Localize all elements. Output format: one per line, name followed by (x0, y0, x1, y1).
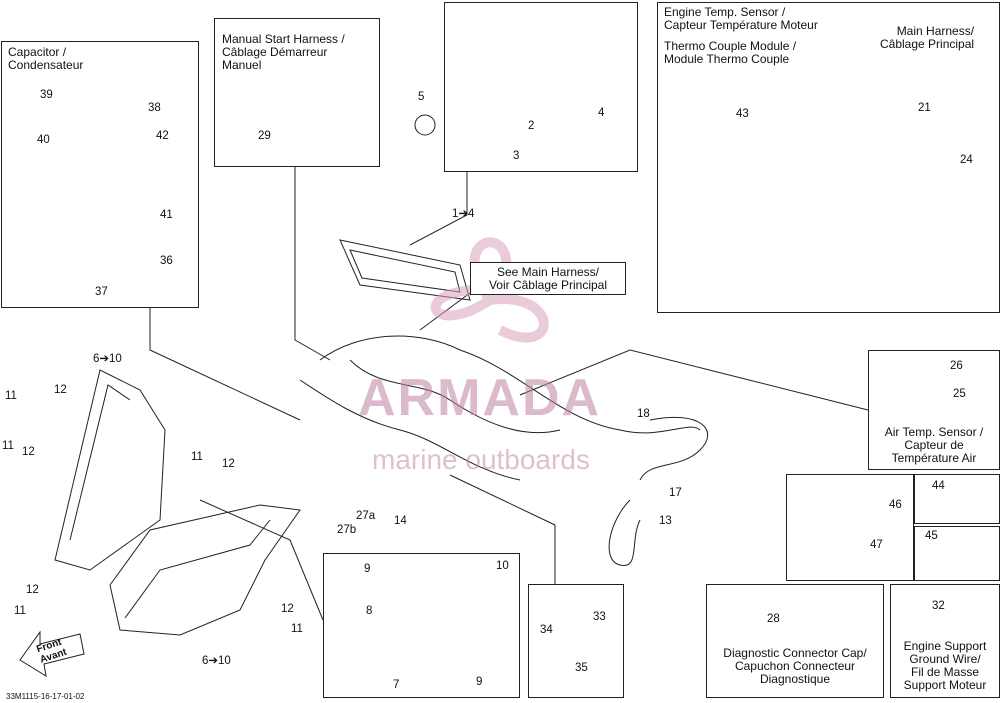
leader-manual-start (294, 165, 331, 361)
see-main-title: See Main Harness/ Voir Câblage Principal (488, 265, 608, 292)
callout-27b: 27b (337, 524, 357, 536)
ground-title: Engine Support Ground Wire/ Fil de Masse… (903, 639, 987, 692)
callout-12a: 12 (54, 384, 67, 396)
callout-40: 40 (37, 134, 50, 146)
headlight-lens (109, 504, 301, 636)
callout-42: 42 (156, 130, 169, 142)
callout-45: 45 (925, 530, 938, 542)
leader-sensor-box (449, 474, 556, 584)
callout-12b: 12 (22, 446, 35, 458)
manual-start-title: Manual Start Harness / Câblage Démarreur… (222, 32, 345, 72)
see-main-box: See Main Harness/ Voir Câblage Principal (470, 262, 626, 295)
callout-5: 5 (418, 91, 425, 103)
callout-12c: 12 (222, 458, 235, 470)
consumables-box (786, 474, 914, 581)
harness-main (319, 335, 701, 434)
front-arrow (19, 630, 85, 678)
callout-34: 34 (540, 624, 553, 636)
callout-8: 8 (366, 605, 373, 617)
callout-11b: 11 (2, 440, 14, 452)
leader-air-temp (519, 349, 869, 411)
headlight-parts-box (323, 553, 520, 698)
callout-7: 7 (393, 679, 400, 691)
callout-6-10-top: 6➔10 (93, 353, 122, 365)
callout-26: 26 (950, 360, 963, 372)
callout-11a: 11 (5, 390, 17, 402)
callout-12e: 12 (281, 603, 294, 615)
callout-35: 35 (575, 662, 588, 674)
callout-2: 2 (528, 120, 535, 132)
cluster-box (444, 2, 638, 172)
watermark-tagline: marine outboards (372, 444, 590, 475)
callout-37: 37 (95, 286, 108, 298)
watermark-brand: ARMADA (358, 369, 602, 427)
sensor-bolt-box (528, 584, 624, 698)
callout-32: 32 (932, 600, 945, 612)
callout-18: 18 (637, 408, 650, 420)
callout-11c: 11 (191, 451, 203, 463)
capacitor-title: Capacitor / Condensateur (8, 45, 84, 72)
callout-33: 33 (593, 611, 606, 623)
callout-13: 13 (659, 515, 672, 527)
callout-10: 10 (496, 560, 509, 572)
gauge-cluster (339, 239, 471, 301)
callout-43: 43 (736, 108, 749, 120)
ground-box: Engine Support Ground Wire/ Fil de Masse… (890, 584, 1000, 698)
callout-4: 4 (598, 107, 605, 119)
callout-25: 25 (953, 388, 966, 400)
leader-headlight-box (199, 499, 324, 621)
callout-11e: 11 (291, 623, 303, 635)
engine-temp-title: Engine Temp. Sensor / Capteur Températur… (664, 5, 818, 32)
callout-24: 24 (960, 154, 973, 166)
callout-46: 46 (889, 499, 902, 511)
engine-box: Engine Temp. Sensor / Capteur Températur… (657, 2, 1000, 313)
callout-36: 36 (160, 255, 173, 267)
thermo-title: Thermo Couple Module / Module Thermo Cou… (664, 39, 797, 66)
callout-9a: 9 (364, 563, 371, 575)
air-temp-title: Air Temp. Sensor / Capteur de Températur… (884, 425, 984, 465)
callout-28: 28 (767, 613, 780, 625)
callout-39: 39 (40, 89, 53, 101)
callout-21: 21 (918, 102, 931, 114)
capacitor-box: Capacitor / Condensateur (1, 41, 199, 308)
callout-41: 41 (160, 209, 173, 221)
callout-44: 44 (932, 480, 945, 492)
rivet-box (914, 474, 1000, 524)
headlight-housing (54, 369, 166, 571)
callout-6-10-bottom: 6➔10 (202, 655, 231, 667)
air-temp-box: Air Temp. Sensor / Capteur de Températur… (868, 350, 1000, 470)
harness-lower (608, 499, 641, 566)
manual-start-box: Manual Start Harness / Câblage Démarreur… (214, 18, 380, 167)
callout-11d: 11 (14, 605, 26, 617)
callout-17: 17 (669, 487, 682, 499)
callout-27a: 27a (356, 510, 376, 522)
main-harness-title: Main Harness/ Câblage Principal (880, 24, 975, 51)
callout-14: 14 (394, 515, 407, 527)
leader-cluster (409, 172, 468, 246)
callout-29: 29 (258, 130, 271, 142)
callout-12d: 12 (26, 584, 39, 596)
callout-38: 38 (148, 102, 161, 114)
reference-code: 33M1115-16-17-01-02 (6, 692, 85, 701)
diag-box: Diagnostic Connector Cap/ Capuchon Conne… (706, 584, 884, 698)
callout-1-4: 1➔4 (452, 208, 475, 220)
gauge-knob (414, 114, 436, 136)
callout-9b: 9 (476, 676, 483, 688)
callout-47: 47 (870, 539, 883, 551)
callout-3: 3 (513, 150, 520, 162)
diag-title: Diagnostic Connector Cap/ Capuchon Conne… (723, 646, 867, 686)
leader-capacitor (149, 307, 301, 421)
